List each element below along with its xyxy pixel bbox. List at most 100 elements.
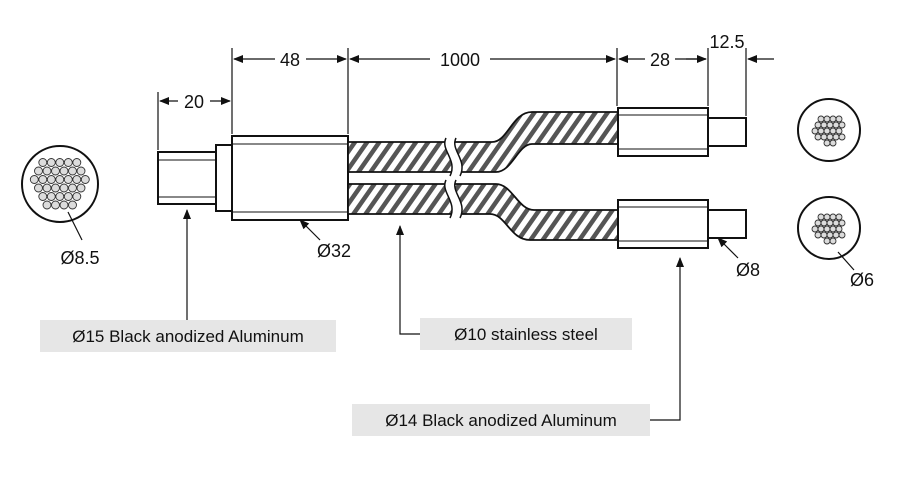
fiber [59, 166, 69, 176]
fiber [72, 192, 82, 201]
right-bundle-leader [837, 251, 855, 271]
fiber [63, 158, 73, 167]
fiber [72, 158, 82, 167]
fiber [826, 231, 834, 239]
fiber [814, 219, 822, 227]
fiber [823, 139, 831, 147]
fiber [59, 183, 69, 193]
diameter-left-bundle: Ø8.5 [60, 248, 99, 268]
right-upper-bundle-section [797, 98, 861, 162]
fiber [817, 115, 825, 123]
fiber [38, 158, 48, 167]
fiber [811, 127, 819, 135]
break-symbol [444, 137, 463, 219]
callout-aluminum-15: Ø15 Black anodized Aluminum [40, 320, 336, 352]
fiber [829, 127, 837, 135]
fiber [814, 231, 822, 239]
fiber [811, 225, 819, 233]
fiber [823, 115, 831, 123]
fiber [42, 200, 52, 210]
left-bundle-leader [67, 211, 83, 241]
fiber [51, 200, 60, 210]
fiber [838, 121, 846, 129]
dim-48: 48 [280, 50, 300, 70]
fiber [55, 192, 65, 201]
fiber [72, 175, 82, 184]
fiber [817, 225, 825, 233]
fiber [838, 219, 846, 227]
diameter-main-body: Ø32 [317, 241, 351, 261]
fiber [829, 115, 837, 123]
fiber [68, 200, 77, 210]
callout-steel-10: Ø10 stainless steel [420, 318, 632, 350]
lower-end-fitting [617, 199, 747, 249]
left-fiber-group [29, 158, 90, 210]
dim-28: 28 [650, 50, 670, 70]
fiber [42, 166, 52, 176]
dimension-lines [157, 48, 774, 150]
diameter-leaders [299, 219, 739, 259]
fiber [838, 133, 846, 141]
fiber [817, 127, 825, 135]
fiber [823, 213, 831, 221]
lower-cable [347, 183, 619, 241]
upper-cable [347, 111, 619, 173]
fiber [63, 192, 73, 201]
fiber [55, 175, 65, 184]
fiber [832, 121, 840, 129]
fiber [829, 225, 837, 233]
dim-20: 20 [184, 92, 204, 112]
right-lower-fiber-group [811, 213, 846, 245]
fiber [51, 183, 60, 193]
fiber [823, 225, 831, 233]
fiber [68, 166, 77, 176]
fiber [38, 175, 48, 184]
fiber [829, 213, 837, 221]
callout-aluminum-14-text: Ø14 Black anodized Aluminum [385, 411, 617, 430]
fiber [823, 127, 831, 135]
left-bundle-section [21, 145, 99, 241]
fiber [76, 166, 86, 176]
callout-aluminum-14: Ø14 Black anodized Aluminum [352, 404, 650, 436]
fiber [38, 192, 48, 201]
fiber [46, 192, 56, 201]
fiber [835, 115, 843, 123]
fiber [820, 219, 828, 227]
diameter-right-bundle: Ø6 [850, 270, 874, 290]
callout-leaders [183, 209, 684, 421]
fiber [826, 121, 834, 129]
fiber [835, 225, 843, 233]
fiber [34, 183, 43, 193]
connector-15mm [157, 144, 233, 212]
fiber [820, 231, 828, 239]
fiber [820, 121, 828, 129]
fiber [59, 200, 69, 210]
fiber [63, 175, 73, 184]
fiber [826, 219, 834, 227]
fiber [814, 121, 822, 129]
callout-steel-10-text: Ø10 stainless steel [454, 325, 598, 344]
fiber [80, 175, 90, 184]
fiber [820, 133, 828, 141]
fiber [68, 183, 77, 193]
diameter-sleeve: Ø8 [736, 260, 760, 280]
fiber [29, 175, 39, 184]
fiber [826, 133, 834, 141]
fiber [832, 133, 840, 141]
fiber [76, 183, 86, 193]
fiber [829, 237, 837, 245]
fiber [46, 158, 56, 167]
right-lower-bundle-section [797, 196, 861, 271]
fiber [835, 127, 843, 135]
fiber [817, 213, 825, 221]
fiber [823, 237, 831, 245]
fiber [42, 183, 52, 193]
fiber [34, 166, 43, 176]
upper-end-fitting [617, 107, 747, 157]
fiber [55, 158, 65, 167]
fiber [829, 139, 837, 147]
fiber [832, 231, 840, 239]
dim-12-5: 12.5 [709, 32, 744, 52]
main-body-32mm [231, 135, 349, 221]
callout-aluminum-15-text: Ø15 Black anodized Aluminum [72, 327, 304, 346]
